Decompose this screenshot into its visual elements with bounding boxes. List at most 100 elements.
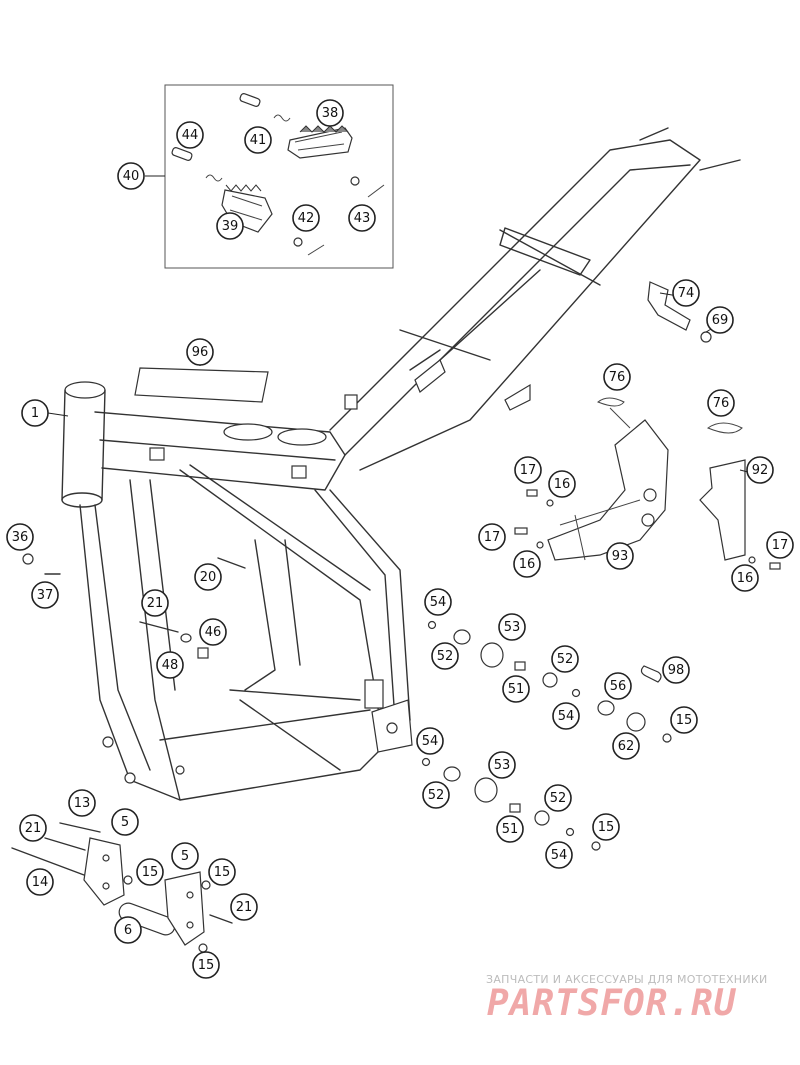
callout-69: 69: [706, 306, 734, 334]
callout-15: 15: [192, 951, 220, 979]
callout-circle: [707, 389, 735, 417]
callout-17: 17: [514, 456, 542, 484]
callout-5: 5: [171, 842, 199, 870]
callout-label: 20: [200, 570, 217, 585]
callout-52: 52: [551, 645, 579, 673]
callout-circle: [488, 751, 516, 779]
callout-label: 15: [214, 865, 231, 880]
callout-circle: [746, 456, 774, 484]
callout-16: 16: [731, 564, 759, 592]
callout-label: 56: [610, 679, 627, 694]
callout-label: 15: [198, 958, 215, 973]
callout-label: 54: [551, 848, 568, 863]
callout-circle: [766, 531, 794, 559]
part-76-tie-a: [597, 397, 631, 429]
callout-15: 15: [592, 813, 620, 841]
callout-circle: [514, 456, 542, 484]
callout-76: 76: [603, 363, 631, 391]
callout-label: 21: [147, 596, 164, 611]
callout-label: 6: [124, 923, 132, 938]
callout-circle: [513, 550, 541, 578]
callout-label: 43: [354, 211, 371, 226]
footpeg-right: [287, 125, 353, 159]
callout-37: 37: [31, 581, 59, 609]
callout-label: 54: [430, 595, 447, 610]
callout-circle: [731, 564, 759, 592]
callout-54: 54: [424, 588, 452, 616]
callout-93: 93: [606, 542, 634, 570]
callout-17: 17: [766, 531, 794, 559]
callout-circle: [186, 338, 214, 366]
part-74-bracket: [647, 281, 691, 331]
callout-label: 51: [508, 682, 525, 697]
callout-96: 96: [186, 338, 214, 366]
callout-label: 42: [298, 211, 315, 226]
callout-circle: [136, 858, 164, 886]
callout-53: 53: [488, 751, 516, 779]
callout-circle: [496, 815, 524, 843]
callout-circle: [171, 842, 199, 870]
callout-label: 16: [519, 557, 536, 572]
engine-mount-hardware-lower: [421, 757, 601, 851]
callout-41: 41: [244, 126, 272, 154]
callout-circle: [545, 841, 573, 869]
callout-54: 54: [552, 702, 580, 730]
callout-label: 53: [504, 620, 521, 635]
callout-15: 15: [670, 706, 698, 734]
callout-circle: [192, 951, 220, 979]
callout-21: 21: [230, 893, 258, 921]
callout-46: 46: [199, 618, 227, 646]
callout-label: 16: [554, 477, 571, 492]
callout-52: 52: [422, 781, 450, 809]
callout-circle: [111, 808, 139, 836]
callout-circle: [156, 651, 184, 679]
callout-circle: [670, 706, 698, 734]
callout-52: 52: [431, 642, 459, 670]
callout-20: 20: [194, 563, 222, 591]
callout-21: 21: [141, 589, 169, 617]
callout-circle: [424, 588, 452, 616]
callout-label: 17: [520, 463, 537, 478]
callout-label: 44: [182, 128, 199, 143]
callout-circle: [502, 675, 530, 703]
callout-circle: [141, 589, 169, 617]
callout-circle: [6, 523, 34, 551]
callout-38: 38: [316, 99, 344, 127]
callout-label: 69: [712, 313, 729, 328]
callout-label: 16: [737, 571, 754, 586]
callout-62: 62: [612, 732, 640, 760]
callout-label: 93: [612, 549, 629, 564]
watermark-logo: PARTSFOR.RU: [487, 983, 737, 1024]
callout-label: 62: [618, 739, 635, 754]
callout-6: 6: [114, 916, 142, 944]
callout-circle: [26, 868, 54, 896]
callout-label: 40: [123, 169, 140, 184]
callout-label: 46: [205, 625, 222, 640]
callout-5: 5: [111, 808, 139, 836]
part-76-tie-b: [706, 422, 743, 434]
front-bolts: [22, 553, 246, 659]
watermark-tagline: ЗАПЧАСТИ И АКСЕССУАРЫ ДЛЯ МОТОТЕХНИКИ: [486, 973, 768, 986]
callout-label: 21: [236, 900, 253, 915]
callout-40: 40: [117, 162, 145, 190]
callout-14: 14: [26, 868, 54, 896]
motorcycle-frame: [61, 127, 741, 801]
callout-48: 48: [156, 651, 184, 679]
callout-52: 52: [544, 784, 572, 812]
callout-43: 43: [348, 204, 376, 232]
callout-circle: [21, 399, 49, 427]
callout-circle: [552, 702, 580, 730]
callout-16: 16: [548, 470, 576, 498]
callout-label: 51: [502, 822, 519, 837]
callout-circle: [662, 656, 690, 684]
callout-39: 39: [216, 212, 244, 240]
callout-label: 15: [142, 865, 159, 880]
callout-circle: [604, 672, 632, 700]
callout-53: 53: [498, 613, 526, 641]
callout-label: 1: [31, 406, 39, 421]
callout-36: 36: [6, 523, 34, 551]
callout-label: 54: [422, 734, 439, 749]
callout-98: 98: [662, 656, 690, 684]
